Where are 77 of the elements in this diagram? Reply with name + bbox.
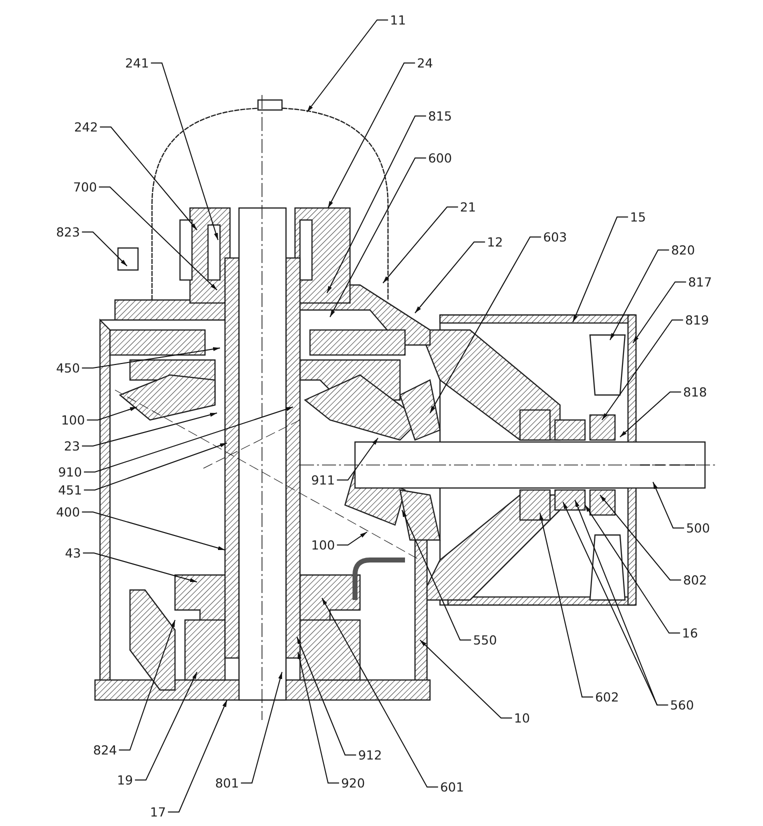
leader-line: [306, 20, 389, 112]
callout-number: 241: [125, 56, 149, 70]
leader-line: [83, 442, 228, 490]
callout-number: 818: [683, 384, 707, 400]
leader-line: [326, 116, 427, 294]
callout-number: 801: [215, 776, 239, 790]
leader-line: [402, 510, 472, 640]
leader-line: [610, 250, 670, 340]
callout-number: 550: [473, 632, 497, 648]
leader-line: [620, 392, 682, 438]
leader-line: [336, 532, 368, 546]
leader-line: [81, 232, 128, 266]
leader-line: [632, 282, 687, 344]
callout-number: 451: [58, 482, 82, 498]
callout-number: 23: [64, 438, 80, 454]
callout-number: 920: [341, 776, 365, 790]
leader-line: [328, 62, 416, 208]
leader-line: [540, 512, 594, 698]
callout-number: 601: [440, 780, 464, 794]
leader-line: [572, 216, 629, 322]
leader-line: [600, 494, 682, 580]
callout-number: 17: [150, 804, 166, 820]
callout-number: 12: [487, 234, 503, 250]
callout-number: 450: [56, 360, 80, 376]
leader-line: [330, 158, 427, 318]
callout-number: 911: [311, 472, 335, 488]
leader-line: [584, 504, 681, 634]
leader-line: [602, 320, 684, 420]
callout-number: 43: [65, 546, 81, 560]
callout-number: 824: [93, 742, 117, 758]
callout-number: 11: [390, 12, 406, 28]
leader-line: [81, 512, 226, 550]
callout-number: 820: [671, 242, 695, 258]
leader-line: [150, 62, 218, 240]
callout-number: 16: [682, 626, 698, 640]
leader-line: [414, 242, 486, 314]
leader-line: [118, 620, 176, 750]
leader-line: [81, 347, 220, 368]
callout-number: 819: [685, 312, 709, 328]
callout-number: 600: [428, 150, 452, 166]
callout-number: 19: [117, 772, 133, 788]
callout-number: 602: [595, 690, 619, 704]
leader-line: [81, 412, 218, 446]
leader-line: [240, 672, 282, 784]
callout-number: 10: [514, 710, 530, 726]
leader-line: [296, 636, 357, 756]
callout-number: 823: [56, 224, 80, 240]
callout-number: 603: [543, 230, 567, 244]
leader-line: [652, 482, 685, 528]
leader-line: [382, 206, 459, 284]
callout-number: 700: [73, 180, 97, 194]
leader-line: [134, 672, 198, 780]
leader-line: [322, 598, 439, 788]
leader-line: [336, 438, 378, 480]
leader-line: [86, 406, 138, 420]
callout-number: 560: [670, 698, 694, 712]
callout-number: 15: [630, 210, 646, 224]
leader-line: [167, 700, 228, 812]
leader-line: [99, 126, 198, 230]
callout-number: 24: [417, 56, 433, 70]
callout-number: 21: [460, 200, 476, 214]
callout-number: 100: [61, 412, 85, 428]
leader-line: [298, 652, 340, 784]
callout-number: 910: [58, 464, 82, 480]
callout-number: 400: [56, 504, 80, 520]
leader-line: [82, 552, 198, 582]
callout-number: 100: [311, 538, 335, 552]
leader-line: [98, 186, 218, 290]
callout-number: 817: [688, 274, 712, 290]
callout-number: 815: [428, 108, 452, 124]
callout-number: 802: [683, 572, 707, 588]
leader-line: [83, 406, 294, 472]
leader-line: [420, 640, 513, 718]
leader-line: [430, 236, 542, 414]
callout-number: 500: [686, 520, 710, 536]
callout-number: 912: [358, 748, 382, 762]
callout-number: 242: [74, 120, 98, 134]
